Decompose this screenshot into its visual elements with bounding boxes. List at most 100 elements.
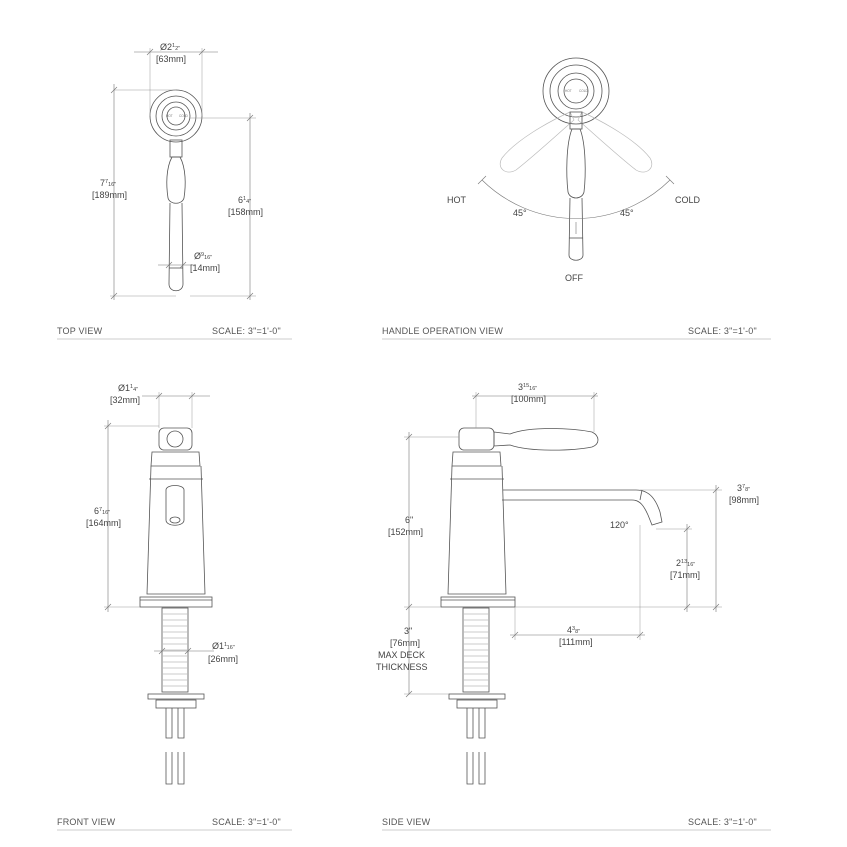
fv-nut (155, 699, 197, 709)
ho-lever-off (566, 128, 586, 199)
sv-spout-joint (639, 489, 643, 501)
ho-cold-label: COLD (675, 195, 701, 205)
top-dia-mm: [63mm] (156, 54, 186, 64)
top-spout-tick-t (246, 114, 254, 122)
top-lever (166, 156, 186, 204)
front-view: Ø114" [32mm] 6716" [164mm] Ø1116" [26mm]… (57, 383, 292, 831)
ho-angle-left: 45° (513, 208, 527, 218)
sv-body-top (451, 451, 502, 467)
sv-h-mm: [152mm] (388, 527, 423, 537)
fv-dia-tick-l (155, 392, 163, 400)
sv-deck-tick (405, 690, 413, 698)
fv-h-label: 6716" (94, 506, 110, 516)
side-view: 31516" [100mm] 6" [152mm] 3" [76mm] MAX … (376, 382, 771, 831)
top-rosette-outer (149, 89, 203, 143)
sv-spout (502, 489, 663, 526)
sv-h-tick-b (405, 603, 413, 611)
top-len-label: 7716" (100, 178, 116, 188)
top-collar (169, 139, 183, 158)
sv-shank-threads (463, 613, 489, 687)
ho-handle-cap (563, 78, 589, 104)
ho-hot-label: HOT (447, 195, 467, 205)
fv-shank-label: Ø1116" (212, 641, 235, 651)
front-view-caption: FRONT VIEW (57, 817, 116, 827)
sv-handle-cap (458, 427, 495, 451)
handle-view-scale: SCALE: 3"=1'-0" (688, 326, 757, 336)
fv-spout-outlet (169, 516, 181, 524)
sv-hl-tick-l (472, 392, 480, 400)
sv-nut (456, 699, 498, 709)
fv-dia-tick-r (188, 392, 196, 400)
ho-cold-mark: COLD (579, 89, 589, 93)
sv-deck-line2: [76mm] (390, 638, 420, 648)
fv-shank-tick-r (184, 647, 192, 655)
sv-supply-lines (466, 708, 486, 739)
ho-angle-right: 45° (620, 208, 634, 218)
handle-operation-view: HOT COLD HOT COLD 45° 45° OFF HANDLE OPE… (382, 57, 771, 340)
sv-supply-lines-lower (466, 752, 486, 785)
sv-sh-tick-b (712, 603, 720, 611)
fv-handle-hub (166, 430, 184, 448)
sv-reach-label: 438" (567, 625, 580, 635)
ho-rosette-inner (557, 72, 595, 110)
top-view-scale: SCALE: 3"=1'-0" (212, 326, 281, 336)
sv-deck-line3: MAX DECK (378, 650, 425, 660)
ho-lever-hot (499, 111, 575, 173)
handle-view-caption: HANDLE OPERATION VIEW (382, 326, 503, 336)
top-spout-mm: [158mm] (228, 207, 263, 217)
sv-sh-mm: [98mm] (729, 495, 759, 505)
top-len-tick-t (110, 86, 118, 94)
side-view-scale: SCALE: 3"=1'-0" (688, 817, 757, 827)
fv-spout-front (165, 485, 185, 526)
top-len-tick-b (110, 292, 118, 300)
sv-reach-mm: [111mm] (559, 637, 593, 647)
top-rosette-mid (155, 95, 197, 137)
sv-angle-label: 120° (610, 520, 629, 530)
ho-lever-cold (577, 111, 653, 173)
top-dia-tick-l (146, 48, 154, 56)
top-outlet-label: Ø916" (194, 251, 212, 261)
fv-h-tick-b (104, 603, 112, 611)
sv-hl-label: 31516" (518, 382, 537, 392)
fv-shank-threads (162, 613, 188, 687)
ho-collar (569, 111, 583, 130)
ho-rotation-arc (481, 179, 671, 219)
top-cold-mark: COLD (179, 114, 189, 118)
top-len-mm: [189mm] (92, 190, 127, 200)
sv-hl-tick-r (590, 392, 598, 400)
fv-supply-lines (165, 708, 185, 739)
sv-sh-tick-t (712, 486, 720, 494)
top-hot-mark: HOT (166, 114, 173, 118)
front-view-scale: SCALE: 3"=1'-0" (212, 817, 281, 827)
top-handle-cap (166, 106, 186, 126)
ho-arc-tick-r (665, 175, 675, 185)
top-spout-label: 614" (238, 195, 251, 205)
side-view-caption: SIDE VIEW (382, 817, 431, 827)
sv-body (447, 465, 507, 595)
ho-hot-mark: HOT (565, 89, 572, 93)
top-outlet-tick-l (165, 261, 173, 269)
ho-rosette-outer (542, 57, 610, 125)
sv-lever (493, 428, 599, 451)
sv-oh-tick-b (683, 603, 691, 611)
fv-shank-tick-l (158, 647, 166, 655)
ho-rosette-mid (549, 64, 603, 118)
fv-h-tick-t (104, 422, 112, 430)
sv-base (440, 596, 516, 608)
sv-deck-line1: 3" (404, 626, 412, 636)
sv-hl-mm: [100mm] (511, 394, 546, 404)
sv-reach-tick-l (511, 631, 519, 639)
fv-h-mm: [164mm] (86, 518, 121, 528)
fv-body-top (150, 451, 201, 467)
sv-oh-label: 21316" (676, 558, 695, 568)
top-spout (168, 202, 184, 292)
fv-supply-lines-lower (165, 752, 185, 785)
top-outlet-mm: [14mm] (190, 263, 220, 273)
fv-base (139, 596, 213, 608)
top-dia-label: Ø212" (160, 42, 180, 52)
top-spout-tick-b (246, 292, 254, 300)
ho-off-label: OFF (565, 273, 583, 283)
fv-body (146, 465, 206, 595)
top-dia-tick-r (198, 48, 206, 56)
